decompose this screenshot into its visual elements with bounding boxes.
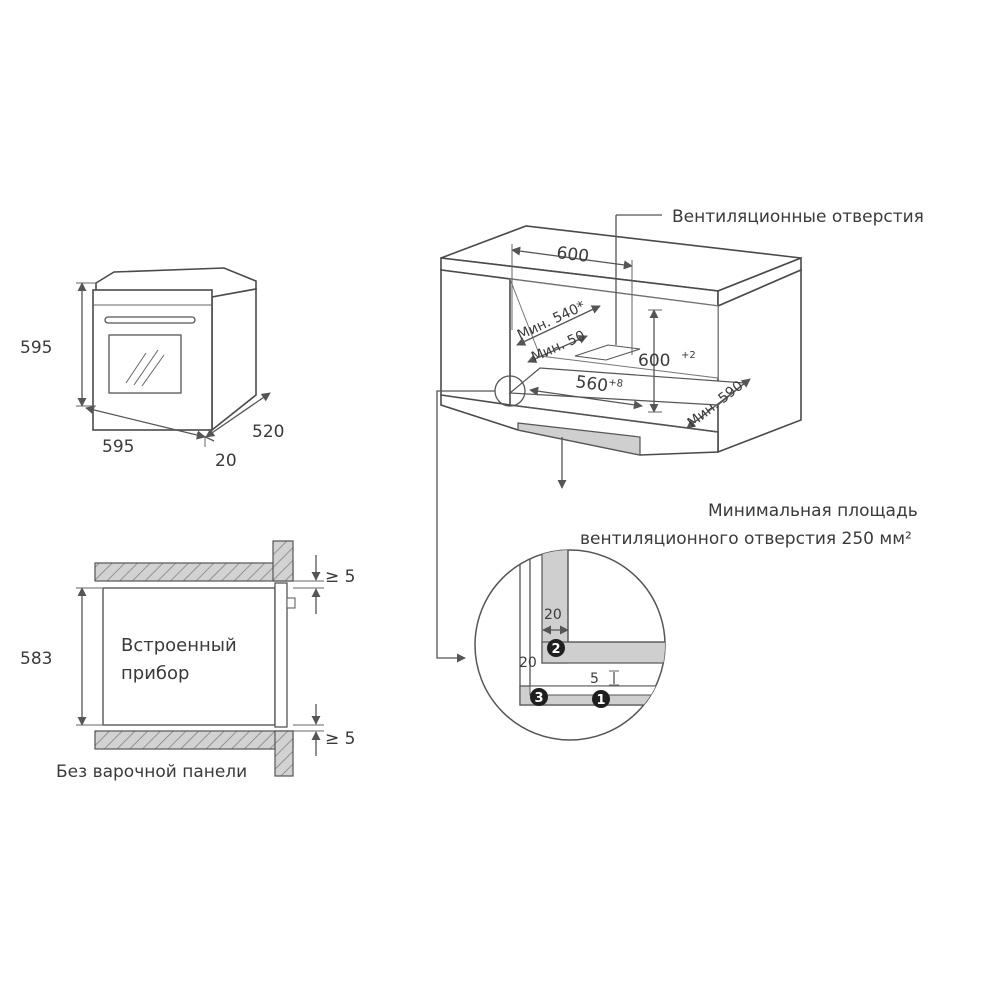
appliance-label-line1: Встроенный bbox=[121, 635, 237, 656]
installation-section-view bbox=[76, 540, 324, 777]
niche-width-560: 560 bbox=[574, 372, 609, 396]
oven-door-label: 20 bbox=[215, 451, 237, 471]
marker-2: 2 bbox=[551, 642, 560, 657]
niche-height-600: 600 bbox=[638, 351, 670, 371]
marker-1: 1 bbox=[596, 693, 605, 708]
min-area-line1: Минимальная площадь bbox=[708, 501, 918, 521]
oven-depth-label: 520 bbox=[252, 422, 284, 442]
marker-3: 3 bbox=[534, 691, 543, 706]
detail-left-20: 20 bbox=[519, 655, 537, 671]
detail-top-20: 20 bbox=[544, 607, 562, 623]
gap-bottom-label: ≥ 5 bbox=[325, 729, 355, 749]
gap-top-label: ≥ 5 bbox=[325, 567, 355, 587]
section-height-583: 583 bbox=[20, 649, 52, 669]
detail-circle-view bbox=[474, 549, 666, 741]
vent-openings-label: Вентиляционные отверстия bbox=[672, 207, 924, 227]
niche-height-tolerance: +2 bbox=[681, 350, 696, 361]
oven-height-label: 595 bbox=[20, 338, 52, 358]
oven-3d-view bbox=[76, 267, 271, 447]
niche-width-tolerance: +8 bbox=[608, 377, 624, 390]
appliance-label-line2: прибор bbox=[121, 663, 189, 684]
no-hob-caption: Без варочной панели bbox=[56, 762, 247, 782]
cabinet-width-600: 600 bbox=[555, 243, 590, 267]
cabinet-3d-view bbox=[436, 214, 802, 663]
detail-gap-5: 5 bbox=[590, 671, 599, 687]
oven-width-label: 595 bbox=[102, 437, 134, 457]
min-area-line2: вентиляционного отверстия 250 мм² bbox=[580, 529, 912, 549]
